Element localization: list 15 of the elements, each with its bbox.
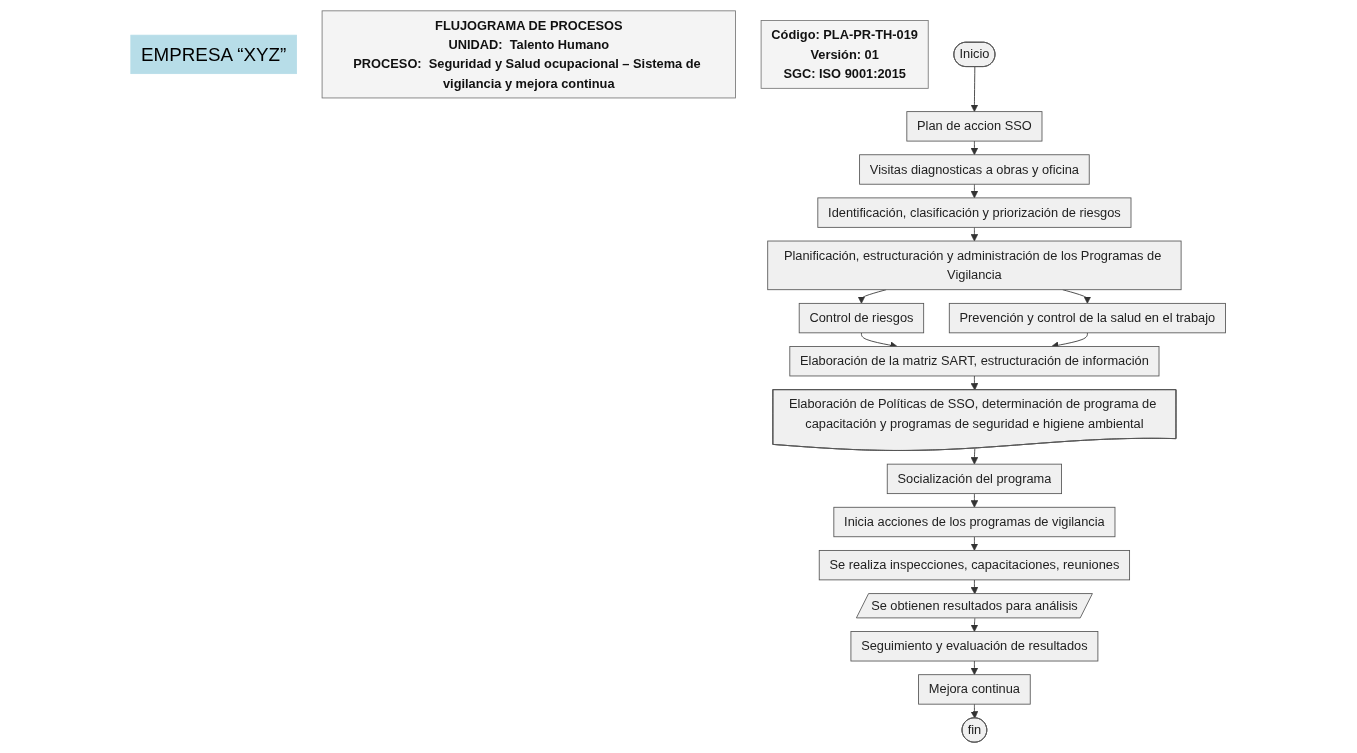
node-box: Inicia acciones de los programas de vigilancia	[833, 506, 1116, 538]
node-box: Planificación, estructuración y administración de los Programas de Vigilancia	[767, 240, 1182, 291]
node-box: Plan de accion SSO	[906, 111, 1043, 142]
node-box: Elaboración de la matriz SART, estructuración de información	[789, 346, 1160, 377]
node-box: Seguimiento y evaluación de resultados	[850, 631, 1099, 662]
node-box: Código: PLA-PR-TH-019 Versión: 01 SGC: ISO 9001:2015	[761, 20, 929, 89]
node-box: Se realiza inspecciones, capacitaciones, reuniones	[819, 550, 1131, 581]
node-box: Control de riesgos	[799, 302, 925, 334]
node-box: Prevención y control de la salud en el trabajo	[949, 302, 1227, 334]
node-box: Identificación, clasificación y priorización de riesgos	[817, 197, 1132, 228]
node-box: Visitas diagnosticas a obras y oficina	[859, 154, 1090, 185]
node-box: Mejora continua	[918, 674, 1031, 705]
node-box: FLUJOGRAMA DE PROCESOS UNIDAD: Talento Humano PROCESO: Seguridad y Salud ocupacional – Sistema de vigilancia y mejora continua	[322, 10, 737, 99]
node-box: Socialización del programa	[887, 463, 1063, 495]
node-box: EMPRESA “XYZ”	[130, 34, 298, 75]
